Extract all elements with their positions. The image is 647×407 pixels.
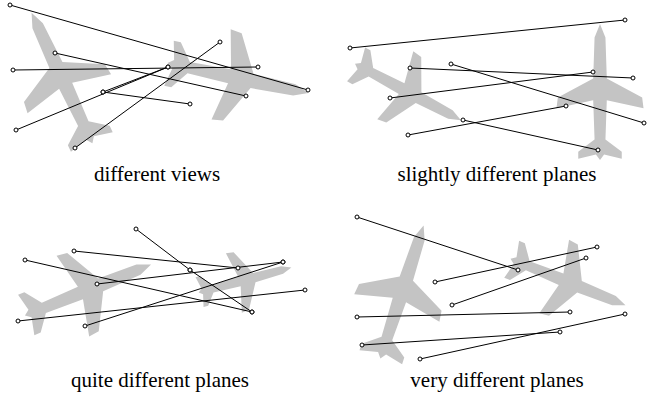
match-line	[103, 92, 190, 104]
feature-point	[516, 268, 520, 272]
feature-point	[188, 268, 192, 272]
match-line	[420, 314, 625, 359]
feature-point	[449, 62, 453, 66]
feature-point	[591, 70, 595, 74]
feature-point	[101, 90, 105, 94]
panel-caption: different views	[94, 162, 220, 187]
feature-point	[23, 258, 27, 262]
match-line	[463, 120, 598, 150]
feature-point	[355, 215, 359, 219]
feature-point	[14, 128, 18, 132]
correspondence-lines	[10, 5, 644, 359]
match-line	[25, 260, 252, 312]
feature-point	[166, 65, 170, 69]
feature-point	[584, 256, 588, 260]
feature-point	[101, 90, 105, 94]
feature-point	[348, 46, 352, 50]
feature-point	[188, 102, 192, 106]
feature-point	[406, 133, 410, 137]
match-line	[190, 270, 252, 312]
match-line	[390, 72, 593, 98]
match-line	[410, 68, 633, 78]
feature-point	[568, 310, 572, 314]
match-line	[451, 64, 644, 123]
match-line	[357, 312, 570, 317]
feature-point	[53, 51, 57, 55]
feature-point	[558, 330, 562, 334]
feature-point	[244, 94, 248, 98]
feature-point	[218, 40, 222, 44]
feature-point	[623, 312, 627, 316]
feature-point	[631, 76, 635, 80]
feature-point	[642, 121, 646, 125]
match-line	[13, 67, 258, 70]
feature-point	[250, 310, 254, 314]
feature-point	[450, 303, 454, 307]
feature-point	[408, 66, 412, 70]
feature-points	[8, 3, 646, 361]
feature-point	[166, 65, 170, 69]
feature-point	[134, 227, 138, 231]
feature-point	[433, 280, 437, 284]
feature-point	[16, 319, 20, 323]
feature-point	[95, 282, 99, 286]
feature-point	[11, 68, 15, 72]
feature-point	[306, 88, 310, 92]
match-line	[16, 67, 168, 130]
feature-point	[623, 18, 627, 22]
feature-point	[564, 104, 568, 108]
panel-caption: quite different planes	[71, 368, 249, 393]
feature-point	[596, 148, 600, 152]
feature-point	[461, 118, 465, 122]
feature-point	[8, 3, 12, 7]
match-line	[362, 332, 560, 345]
feature-point	[281, 260, 285, 264]
panel-caption: very different planes	[410, 368, 583, 393]
match-line	[435, 247, 597, 282]
match-line	[85, 262, 283, 326]
feature-point	[83, 324, 87, 328]
feature-point	[73, 146, 77, 150]
match-line	[18, 290, 305, 321]
match-line	[357, 217, 518, 270]
match-line	[136, 229, 190, 270]
feature-point	[250, 310, 254, 314]
feature-point	[256, 65, 260, 69]
feature-point	[355, 315, 359, 319]
feature-point	[72, 249, 76, 253]
match-line	[75, 42, 220, 148]
feature-point	[281, 260, 285, 264]
match-line	[103, 67, 168, 92]
feature-point	[388, 96, 392, 100]
panel-caption: slightly different planes	[397, 162, 596, 187]
feature-point	[303, 288, 307, 292]
match-line	[10, 5, 308, 90]
feature-point	[188, 268, 192, 272]
match-line	[97, 262, 283, 284]
feature-point	[595, 245, 599, 249]
match-line	[408, 106, 566, 135]
feature-point	[360, 343, 364, 347]
feature-point	[418, 357, 422, 361]
match-line	[350, 20, 625, 48]
plane-silhouettes	[0, 0, 644, 372]
feature-point	[236, 266, 240, 270]
match-line	[452, 258, 586, 305]
match-line	[74, 251, 238, 268]
